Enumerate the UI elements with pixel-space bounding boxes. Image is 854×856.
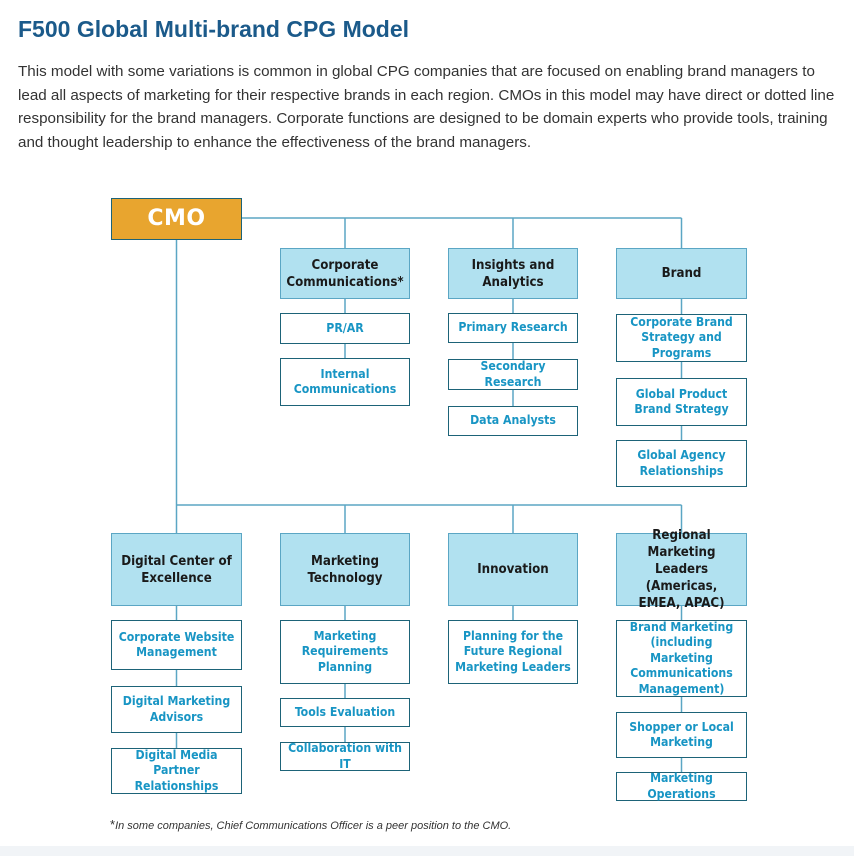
node-digital-marketing-advisors: Digital Marketing Advisors — [111, 686, 242, 733]
node-data-analysts: Data Analysts — [448, 406, 578, 436]
node-tools-evaluation: Tools Evaluation — [280, 698, 410, 727]
node-digital-center-of-excellence: Digital Center of Excellence — [111, 533, 242, 606]
node-regional-marketing-leaders: Regional Marketing Leaders (Americas, EM… — [616, 528, 747, 611]
node-internal-communications: Internal Communications — [280, 358, 410, 406]
footnote-text: In some companies, Chief Communications … — [115, 820, 512, 832]
footnote-marker: * — [110, 817, 116, 832]
node-innovation: Innovation — [448, 533, 578, 606]
node-corporate-brand-strategy: Corporate Brand Strategy and Programs — [616, 314, 747, 362]
node-shopper-or-local-marketing: Shopper or Local Marketing — [616, 712, 747, 758]
node-pr-ar: PR/AR — [280, 313, 410, 344]
cmo-box: CMO — [111, 198, 242, 240]
node-collaboration-with-it: Collaboration with IT — [280, 741, 410, 771]
node-brand: Brand — [616, 248, 747, 299]
node-marketing-operations: Marketing Operations — [616, 771, 747, 801]
node-marketing-technology: Marketing Technology — [280, 533, 410, 606]
node-corporate-website-management: Corporate Website Management — [111, 620, 242, 670]
node-secondary-research: Secondary Research — [448, 359, 578, 390]
node-global-product-brand-strategy: Global Product Brand Strategy — [616, 378, 747, 426]
node-digital-media-partner-relationships: Digital Media Partner Relationships — [111, 748, 242, 794]
page-title: F500 Global Multi-brand CPG Model — [18, 16, 410, 42]
intro-paragraph: This model with some variations is commo… — [18, 63, 835, 151]
node-marketing-requirements-planning: Marketing Requirements Planning — [280, 620, 410, 684]
node-planning-for-future-leaders: Planning for the Future Regional Marketi… — [448, 620, 578, 684]
node-global-agency-relationships: Global Agency Relationships — [616, 440, 747, 487]
node-primary-research: Primary Research — [448, 313, 578, 343]
bottom-band — [0, 846, 854, 856]
node-insights-and-analytics: Insights and Analytics — [448, 248, 578, 299]
node-brand-marketing: Brand Marketing (including Marketing Com… — [616, 620, 747, 697]
node-corporate-communications: Corporate Communications* — [280, 248, 410, 299]
footnote: *In some companies, Chief Communications… — [110, 817, 511, 832]
